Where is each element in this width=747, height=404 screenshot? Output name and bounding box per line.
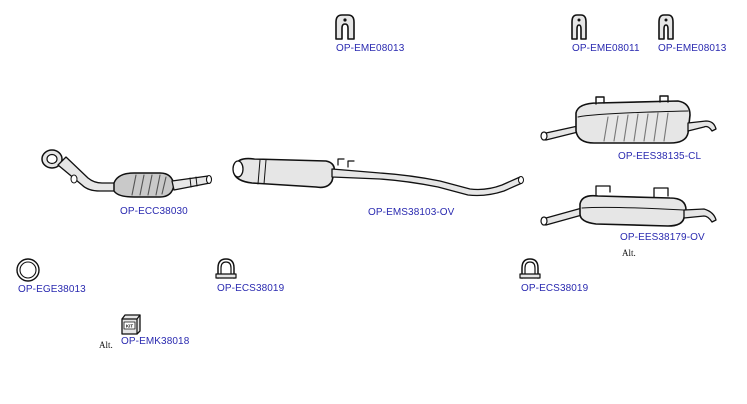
rubber-hanger-part[interactable] bbox=[334, 14, 356, 40]
mounting-kit-part[interactable]: KIT bbox=[120, 313, 142, 335]
part-code-ege38013[interactable]: OP-EGE38013 bbox=[18, 284, 86, 295]
part-code-ecs38019[interactable]: OP-ECS38019 bbox=[217, 283, 285, 294]
part-code-ees38135-cl[interactable]: OP-EES38135-CL bbox=[618, 151, 702, 162]
part-code-ecs38019[interactable]: OP-ECS38019 bbox=[521, 283, 589, 294]
part-code-eme08013[interactable]: OP-EME08013 bbox=[658, 43, 727, 54]
part-code-ecc38030[interactable]: OP-ECC38030 bbox=[120, 206, 188, 217]
part-code-eme08013[interactable]: OP-EME08013 bbox=[336, 43, 405, 54]
rear-silencer-part[interactable] bbox=[538, 95, 718, 150]
rubber-hanger-part[interactable] bbox=[657, 14, 675, 40]
part-code-ees38179-ov[interactable]: OP-EES38179-OV bbox=[620, 232, 705, 243]
rubber-hanger-part[interactable] bbox=[570, 14, 588, 40]
kit-badge-text: KIT bbox=[126, 324, 134, 329]
alt-note: Alt. bbox=[99, 340, 113, 350]
rear-silencer-alt-part[interactable] bbox=[538, 182, 718, 232]
part-code-eme08011[interactable]: OP-EME08011 bbox=[572, 43, 640, 54]
part-code-ems38103-ov[interactable]: OP-EMS38103-OV bbox=[368, 207, 455, 218]
alt-note: Alt. bbox=[622, 248, 636, 258]
clamp-part[interactable] bbox=[215, 257, 237, 281]
part-code-emk38018[interactable]: OP-EMK38018 bbox=[121, 336, 190, 347]
gasket-part[interactable] bbox=[15, 257, 41, 283]
clamp-part[interactable] bbox=[519, 257, 541, 281]
catalytic-converter-part[interactable] bbox=[40, 145, 215, 205]
middle-silencer-part[interactable] bbox=[230, 155, 530, 200]
